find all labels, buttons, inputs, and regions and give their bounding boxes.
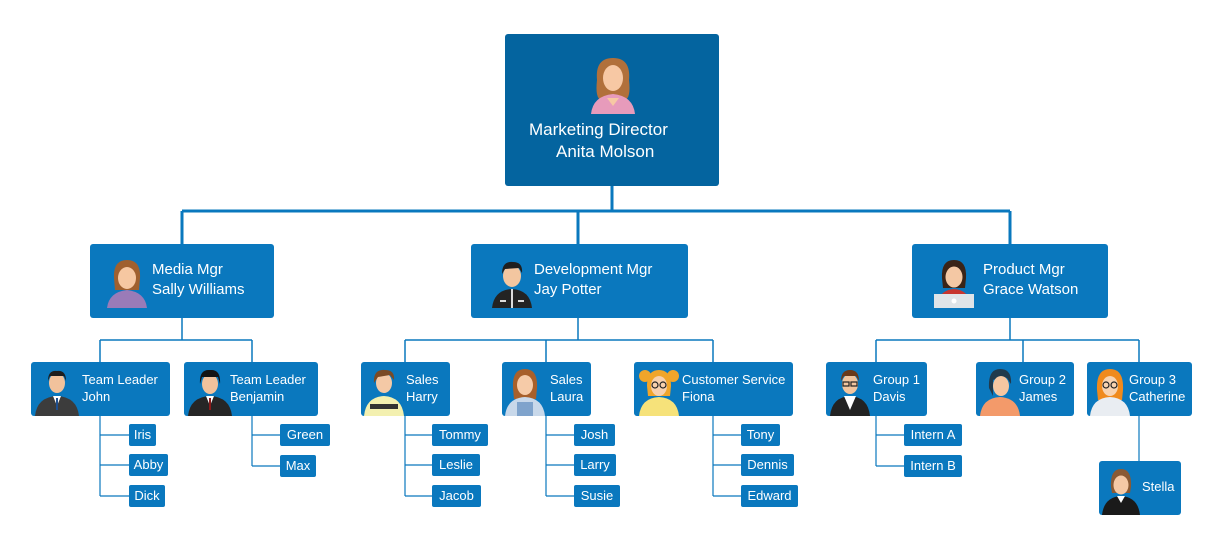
member-label: Larry (580, 457, 610, 472)
lead-node-davis[interactable]: Group 1 Davis (826, 362, 927, 416)
lead-node-benjamin[interactable]: Team Leader Benjamin (184, 362, 318, 416)
manager-name: Grace Watson (983, 281, 1079, 298)
member-tommy[interactable]: Tommy (432, 424, 488, 446)
woman-laptop-avatar-icon (932, 256, 976, 308)
lead-node-laura[interactable]: Sales Laura (502, 362, 591, 416)
lead-title: Customer Service (682, 372, 786, 387)
lead-name: Davis (873, 389, 906, 404)
member-tony[interactable]: Tony (741, 424, 780, 446)
member-label: Tony (746, 427, 775, 442)
member-dick[interactable]: Dick (129, 485, 165, 507)
manager-title: Product Mgr (983, 261, 1065, 278)
member-larry[interactable]: Larry (574, 454, 616, 476)
lead-node-james[interactable]: Group 2 James (976, 362, 1074, 416)
director-node[interactable]: Marketing Director Anita Molson (505, 34, 719, 186)
lead-name: Catherine (1129, 389, 1186, 404)
woman-glasses-avatar-icon (637, 366, 681, 416)
manager-node-development[interactable]: Development Mgr Jay Potter (471, 244, 688, 318)
member-name: Stella (1142, 479, 1175, 494)
woman-glasses-avatar-icon (1090, 366, 1130, 416)
member-label: Iris (133, 427, 152, 442)
member-label: Green (286, 427, 324, 442)
member-susie[interactable]: Susie (574, 485, 620, 507)
man-suit-avatar-icon (187, 366, 233, 416)
woman-avatar-icon (585, 54, 641, 114)
lead-title: Sales (550, 372, 583, 387)
manager-title: Media Mgr (152, 261, 223, 278)
man-avatar-icon (490, 256, 534, 308)
lead-name: John (82, 389, 111, 404)
lead-node-catherine[interactable]: Group 3 Catherine (1087, 362, 1192, 416)
member-label: Dick (134, 488, 160, 503)
woman-avatar-icon (1102, 465, 1140, 515)
manager-name: Jay Potter (534, 281, 602, 298)
woman-avatar-icon (505, 366, 545, 416)
member-max[interactable]: Max (280, 455, 316, 477)
lead-node-harry[interactable]: Sales Harry (361, 362, 450, 416)
member-label: Intern A (910, 427, 956, 442)
member-label: Edward (747, 488, 792, 503)
member-label: Tommy (439, 427, 481, 442)
member-label: Susie (580, 488, 614, 503)
lead-name: Fiona (682, 389, 715, 404)
man-glasses-avatar-icon (829, 366, 871, 416)
lead-name: James (1019, 389, 1058, 404)
woman-avatar-icon (105, 256, 149, 308)
director-name: Anita Molson (556, 142, 655, 161)
woman-avatar-icon (979, 366, 1021, 416)
man-suit-avatar-icon (34, 366, 80, 416)
member-label: Dennis (747, 457, 788, 472)
member-edward[interactable]: Edward (741, 485, 798, 507)
manager-node-media[interactable]: Media Mgr Sally Williams (90, 244, 274, 318)
member-node-stella[interactable]: Stella (1099, 461, 1181, 515)
lead-title: Group 2 (1019, 372, 1066, 387)
member-abby[interactable]: Abby (129, 454, 168, 476)
member-label: Leslie (439, 457, 473, 472)
member-leslie[interactable]: Leslie (432, 454, 480, 476)
lead-node-john[interactable]: Team Leader John (31, 362, 170, 416)
member-iris[interactable]: Iris (129, 424, 156, 446)
member-label: Intern B (910, 458, 956, 473)
member-intern-a[interactable]: Intern A (904, 424, 962, 446)
member-jacob[interactable]: Jacob (432, 485, 481, 507)
manager-node-product[interactable]: Product Mgr Grace Watson (912, 244, 1108, 318)
member-label: Josh (580, 427, 609, 442)
lead-name: Laura (550, 389, 584, 404)
lead-name: Benjamin (230, 389, 285, 404)
member-dennis[interactable]: Dennis (741, 454, 794, 476)
member-label: Abby (133, 457, 164, 472)
lead-title: Sales (406, 372, 439, 387)
lead-title: Group 3 (1129, 372, 1176, 387)
member-intern-b[interactable]: Intern B (904, 455, 962, 477)
lead-name: Harry (406, 389, 438, 404)
member-label: Jacob (439, 488, 474, 503)
lead-title: Group 1 (873, 372, 920, 387)
manager-title: Development Mgr (534, 261, 653, 278)
manager-name: Sally Williams (152, 281, 245, 298)
lead-title: Team Leader (230, 372, 306, 387)
director-title: Marketing Director (529, 120, 668, 139)
member-label: Max (285, 458, 311, 473)
lead-node-fiona[interactable]: Customer Service Fiona (634, 362, 793, 416)
member-josh[interactable]: Josh (574, 424, 615, 446)
lead-title: Team Leader (82, 372, 158, 387)
member-green[interactable]: Green (280, 424, 330, 446)
man-uniform-avatar-icon (364, 366, 404, 416)
